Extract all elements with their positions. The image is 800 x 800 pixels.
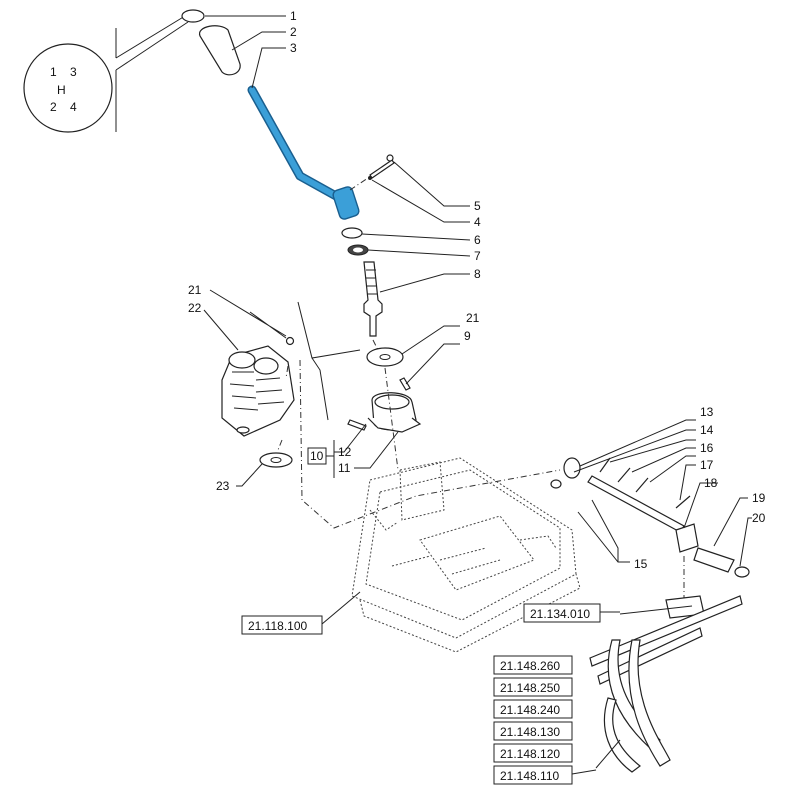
emblem-leaders <box>115 15 189 71</box>
callout-23: 22 <box>188 301 202 315</box>
ref-leader-148 <box>571 769 597 775</box>
shift-gear-1: 1 <box>50 65 57 79</box>
gear-lever-highlighted <box>247 85 360 220</box>
callout-7: 7 <box>474 249 481 263</box>
ref-box-21-134-010 <box>523 603 601 623</box>
callout-17: 17 <box>700 458 714 472</box>
callout-4: 4 <box>474 215 481 229</box>
pin-part <box>368 154 395 180</box>
housing-axis-left <box>299 359 561 529</box>
transmission-housing <box>351 457 581 653</box>
callout-12: 12 <box>338 445 352 459</box>
callout-20: 20 <box>752 511 766 525</box>
callout-11: 11 <box>338 461 351 475</box>
callout-5: 5 <box>474 199 481 213</box>
callout-1: 1 <box>290 9 297 23</box>
screw-22 <box>285 336 295 346</box>
ref-21-134-010: 21.134.010 <box>530 607 590 621</box>
callout-3: 3 <box>290 41 297 55</box>
shift-gear-3: 3 <box>70 65 77 79</box>
rubber-boot <box>221 345 295 437</box>
ref-21-148-130: 21.148.130 <box>500 725 560 739</box>
callout-6: 6 <box>474 233 481 247</box>
callout-15: 15 <box>634 557 648 571</box>
reference-boxes: 21.118.100 21.134.010 21.148.260 21.148.… <box>241 603 601 785</box>
ref-21-148-240: 21.148.240 <box>500 703 560 717</box>
callout-8: 8 <box>474 267 481 281</box>
pin-axis <box>349 177 369 191</box>
shift-gear-4: 4 <box>70 100 77 114</box>
callout-18: 18 <box>704 476 718 490</box>
screw-9 <box>399 377 411 391</box>
assembly-chevron <box>297 301 361 421</box>
callout-21-upper: 21 <box>466 311 480 325</box>
ref-21-148-120: 21.148.120 <box>500 747 560 761</box>
leader-lines <box>203 15 752 769</box>
callout-21-lower: 23 <box>216 479 230 493</box>
shift-pattern-emblem: 1 3 H 2 4 <box>23 43 113 133</box>
gear-knob <box>181 9 241 76</box>
selector-assembly <box>550 457 750 578</box>
lever-housing <box>347 392 422 433</box>
ref-21-148-110: 21.148.110 <box>500 769 559 783</box>
shift-gate: H <box>57 83 66 97</box>
selector-forks <box>589 595 743 773</box>
callout-16: 16 <box>700 441 714 455</box>
callout-14: 14 <box>700 423 714 437</box>
housing-axis-center <box>384 367 399 471</box>
callout-10-box: 10 <box>307 447 334 465</box>
ref-21-118-100: 21.118.100 <box>248 619 307 633</box>
callout-22: 21 <box>188 283 202 297</box>
callout-numbers: 1 2 3 5 4 6 7 8 21 9 12 11 13 14 16 17 1… <box>188 9 766 571</box>
shift-gear-2: 2 <box>50 100 57 114</box>
boot-axis <box>277 365 289 451</box>
ref-21-148-250: 21.148.250 <box>500 681 560 695</box>
callout-9: 9 <box>464 329 471 343</box>
callout-19: 19 <box>752 491 766 505</box>
callout-13: 13 <box>700 405 714 419</box>
shaft-part <box>363 261 383 337</box>
callout-2: 2 <box>290 25 297 39</box>
callout-10: 10 <box>310 449 324 463</box>
washer-6 <box>341 227 363 239</box>
ref-21-148-260: 21.148.260 <box>500 659 560 673</box>
ref-box-21-118-100 <box>241 615 323 635</box>
